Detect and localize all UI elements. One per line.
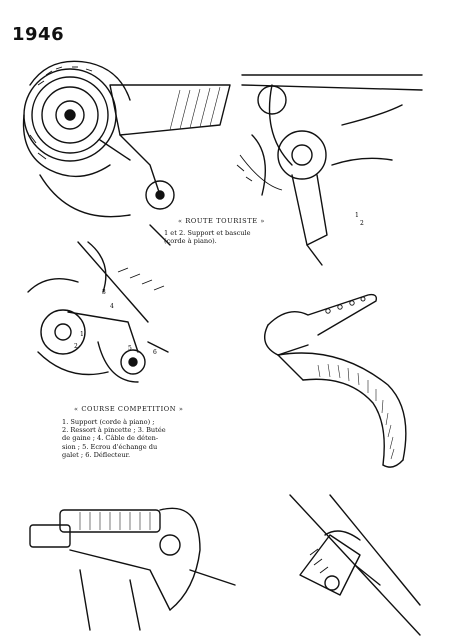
label-c5: 5: [128, 345, 132, 352]
label-c1: 1: [80, 331, 84, 338]
illustration-frame-lever: [289, 494, 421, 636]
illustration-route-touriste: 1 2: [236, 74, 423, 266]
label-c3: 3: [102, 289, 106, 296]
label-r2: 2: [360, 220, 364, 227]
route-touriste-title: « ROUTE TOURISTE »: [178, 217, 265, 225]
illustration-brake-caliper: [29, 507, 236, 631]
route-touriste-caption: 1 et 2. Support et bascule (corde à pian…: [164, 229, 251, 246]
label-c4: 4: [110, 303, 114, 310]
course-competition-title: « COURSE COMPETITION »: [74, 405, 184, 413]
course-competition-caption: 1. Support (corde à piano) ; 2. Ressort …: [62, 418, 166, 459]
label-c6: 6: [153, 349, 157, 356]
label-r1: 1: [355, 212, 359, 219]
illustration-brake-lever: [264, 293, 407, 468]
illustration-freewheel-derailleur: [22, 60, 231, 246]
illustration-course-competition: 5 6 1 2 3 4: [27, 241, 169, 383]
label-c2: 2: [74, 343, 78, 350]
page-year: 1946: [12, 24, 65, 45]
